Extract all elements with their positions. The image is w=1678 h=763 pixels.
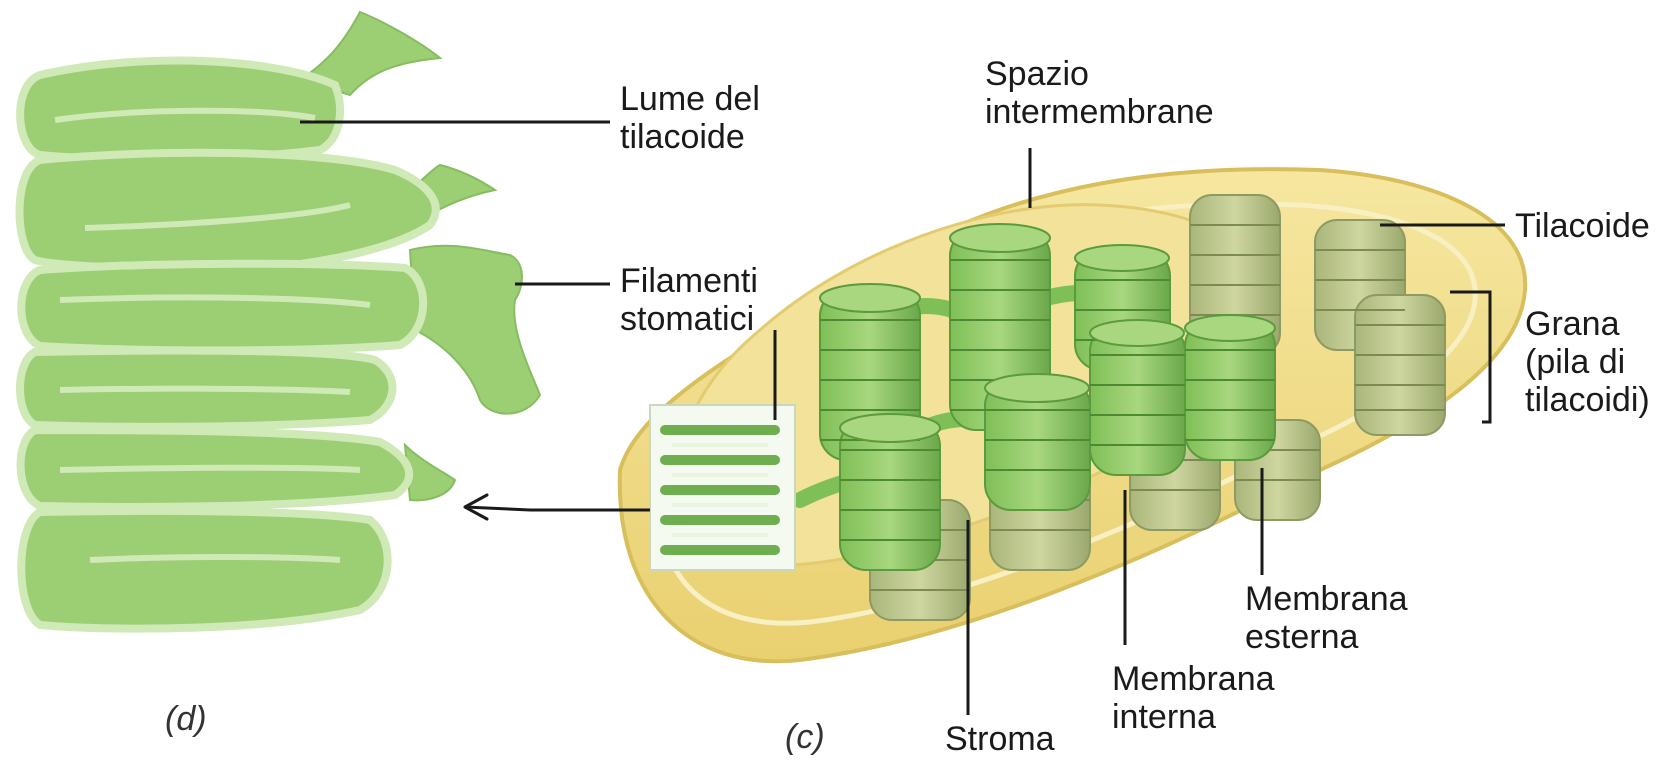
label-inner-membrane-line1: Membrana — [1112, 660, 1275, 698]
label-intermembrane-space: Spazio intermembrane — [985, 55, 1214, 131]
label-intermembrane-line1: Spazio — [985, 55, 1214, 93]
thylakoid-detail — [19, 12, 540, 629]
label-grana-line3: tilacoidi) — [1525, 381, 1650, 419]
label-stroma-text: Stroma — [945, 720, 1055, 758]
label-grana-line1: Grana — [1525, 305, 1650, 343]
label-grana-line2: (pila di — [1525, 343, 1650, 381]
label-inner-membrane-line2: interna — [1112, 698, 1275, 736]
label-intermembrane-line2: intermembrane — [985, 93, 1214, 131]
inset-box — [650, 405, 795, 570]
label-lumen-line2: tilacoide — [620, 118, 760, 156]
label-stroma: Stroma — [945, 720, 1055, 758]
label-thylakoid: Tilacoide — [1515, 207, 1650, 245]
label-lumen: Lume del tilacoide — [620, 80, 760, 156]
caption-cutaway: (c) — [785, 718, 825, 757]
label-thylakoid-text: Tilacoide — [1515, 207, 1650, 245]
label-filaments-line2: stomatici — [620, 300, 758, 338]
label-outer-membrane-line2: esterna — [1245, 618, 1408, 656]
label-outer-membrane-line1: Membrana — [1245, 580, 1408, 618]
caption-detail: (d) — [165, 700, 207, 739]
label-filaments-line1: Filamenti — [620, 262, 758, 300]
label-lumen-line1: Lume del — [620, 80, 760, 118]
label-outer-membrane: Membrana esterna — [1245, 580, 1408, 656]
label-inner-membrane: Membrana interna — [1112, 660, 1275, 736]
label-filaments: Filamenti stomatici — [620, 262, 758, 338]
label-grana: Grana (pila di tilacoidi) — [1525, 305, 1650, 419]
